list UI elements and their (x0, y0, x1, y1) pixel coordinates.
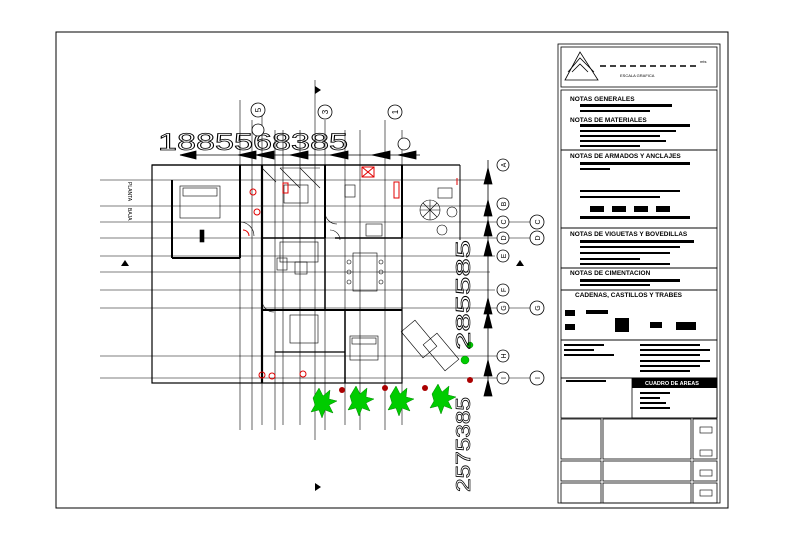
scale-unit: mts (700, 59, 706, 64)
notes-beams-title: CADENAS, CASTILLOS Y TRABES (575, 292, 683, 299)
axis-label-3: 3 (321, 109, 330, 114)
side-dimension-chain (483, 160, 493, 397)
notes-joists-title: NOTAS DE VIGUETAS Y BOVEDILLAS (570, 231, 688, 238)
top-dimension-chain (179, 150, 420, 160)
sheet-frame (55, 31, 729, 509)
note-text-bars (564, 104, 717, 409)
axis-label-i: I (501, 377, 508, 379)
side-axis-g: G (535, 305, 542, 310)
side-dimension-text: 285585 (453, 240, 475, 350)
title-block-small-boxes (699, 426, 713, 497)
notes-foundation-title: NOTAS DE CIMENTACION (570, 270, 651, 277)
red-fixtures (242, 166, 458, 380)
axis-label-h: H (501, 353, 508, 358)
baja-label: BAJA (126, 208, 132, 221)
section-arrows (121, 86, 524, 491)
axis-label-d: D (501, 235, 508, 240)
axis-label-b: B (501, 201, 508, 206)
planta-label: PLANTA (126, 182, 132, 202)
axis-label-e: E (501, 253, 508, 258)
axis-label-1: 1 (391, 109, 400, 114)
red-flowers (339, 377, 473, 393)
side-axis-c: C (535, 219, 542, 224)
side-axis-leaders (509, 221, 530, 379)
scale-label: ESCALA GRAFICA (620, 73, 655, 78)
notes-reinforcement-title: NOTAS DE ARMADOS Y ANCLAJES (570, 153, 681, 160)
row-axis-labels: A B C D E F G H I C D G I (501, 162, 542, 379)
areas-table-title: CUADRO DE AREAS (645, 381, 699, 387)
axis-label-5: 5 (254, 107, 263, 112)
axis-label-a: A (501, 162, 508, 167)
axis-label-g: G (501, 305, 508, 310)
column-axis-bubbles (250, 102, 411, 151)
notes-materials-title: NOTAS DE MATERIALES (570, 117, 647, 124)
title-block (557, 43, 721, 504)
side-axis-i: I (535, 377, 542, 379)
note-section-titles: NOTAS GENERALES NOTAS DE MATERIALES NOTA… (570, 96, 688, 299)
row-axis-bubbles (496, 158, 545, 386)
green-plants (310, 341, 474, 419)
notes-general-title: NOTAS GENERALES (570, 96, 635, 103)
side-dimension-text-lower: 2575385 (453, 397, 475, 492)
axis-label-c: C (501, 219, 508, 224)
floor-plan (100, 80, 500, 440)
axis-label-f: F (501, 288, 508, 292)
side-axis-d: D (535, 235, 542, 240)
